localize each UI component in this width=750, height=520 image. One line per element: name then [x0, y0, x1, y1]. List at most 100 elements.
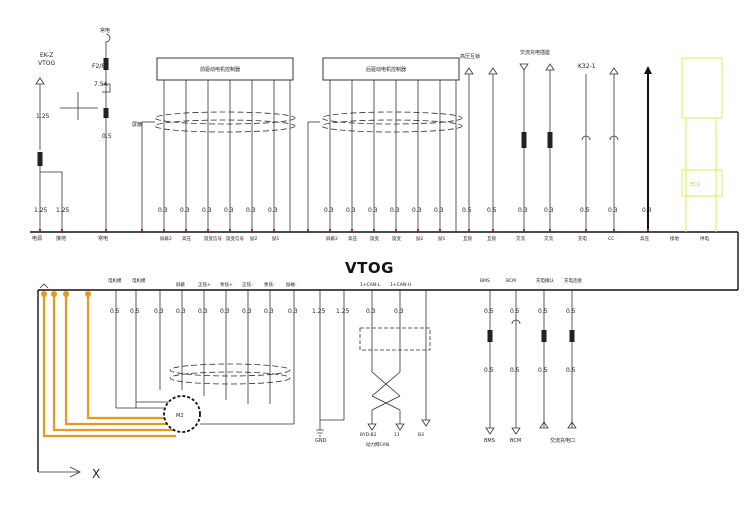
svg-text:M2: M2 — [176, 413, 184, 419]
ground-axis-label: X — [92, 467, 100, 481]
svg-text:0.5: 0.5 — [102, 133, 112, 140]
svg-text:旋变: 旋变 — [392, 235, 401, 242]
svg-text:0.3: 0.3 — [368, 207, 378, 214]
svg-text:旋变信号: 旋变信号 — [204, 235, 222, 242]
svg-text:交流充电口: 交流充电口 — [550, 437, 575, 444]
svg-text:0.3: 0.3 — [246, 207, 256, 214]
top-connector-block-2: 后驱动电机控制器 — [307, 57, 463, 232]
svg-text:屏蔽: 屏蔽 — [132, 121, 142, 128]
svg-text:0.3: 0.3 — [224, 207, 234, 214]
bottom-ground: GND — [315, 290, 345, 444]
bottom-right-signals: BMS BCM 交流充电口 — [484, 290, 577, 444]
svg-text:屏蔽2: 屏蔽2 — [160, 235, 172, 242]
svg-text:ECU: ECU — [690, 182, 701, 188]
svg-text:0.3: 0.3 — [544, 207, 554, 214]
svg-text:0.5: 0.5 — [484, 308, 494, 315]
svg-text:0.5: 0.5 — [566, 308, 576, 315]
svg-text:励1: 励1 — [438, 235, 445, 242]
svg-text:交流充电插座: 交流充电插座 — [520, 49, 550, 56]
svg-text:余弦-: 余弦- — [264, 281, 275, 288]
svg-text:1.25: 1.25 — [312, 308, 326, 315]
svg-text:0.5: 0.5 — [566, 367, 576, 374]
svg-text:0.3: 0.3 — [412, 207, 422, 214]
svg-text:1.25: 1.25 — [336, 308, 350, 315]
svg-text:旋变信号: 旋变信号 — [226, 235, 244, 242]
motor-resolver-icon — [163, 395, 201, 433]
svg-text:高压: 高压 — [640, 235, 649, 242]
svg-text:充电: 充电 — [578, 235, 587, 242]
bottom-motor-wires: M2 — [115, 290, 295, 433]
connector-block — [37, 152, 43, 166]
label-vtog-small: VTOG — [38, 60, 55, 67]
top-wire-sizes: 0.3 0.3 0.3 0.3 0.3 0.3 0.3 0.3 0.3 0.3 … — [158, 207, 652, 214]
svg-text:0.3: 0.3 — [518, 207, 528, 214]
top-pin-markers — [38, 228, 650, 232]
svg-text:后驱动电机控制器: 后驱动电机控制器 — [366, 66, 406, 73]
k32-label: K32-1 — [578, 63, 596, 70]
svg-text:0.3: 0.3 — [434, 207, 444, 214]
svg-text:0.3: 0.3 — [346, 207, 356, 214]
svg-text:1+CAN-L: 1+CAN-L — [360, 282, 381, 288]
svg-text:励2: 励2 — [250, 235, 257, 242]
svg-text:0.3: 0.3 — [268, 207, 278, 214]
svg-text:0.3: 0.3 — [264, 308, 274, 315]
svg-text:0.5: 0.5 — [487, 207, 497, 214]
svg-text:电机模: 电机模 — [108, 277, 122, 284]
svg-text:0.3: 0.3 — [324, 207, 334, 214]
svg-text:0.3: 0.3 — [366, 308, 376, 315]
svg-text:接地: 接地 — [56, 235, 66, 242]
svg-text:电源: 电源 — [32, 235, 42, 242]
ground-axis: X — [38, 466, 100, 481]
svg-text:0.5: 0.5 — [538, 308, 548, 315]
svg-text:0.5: 0.5 — [484, 367, 494, 374]
svg-text:交流: 交流 — [544, 235, 553, 242]
svg-text:常电: 常电 — [100, 27, 110, 34]
top-connector-block-1: 前驱动电机控制器 屏蔽 — [132, 57, 296, 232]
svg-text:CC: CC — [608, 236, 614, 242]
svg-text:1.25: 1.25 — [34, 207, 48, 214]
module-name: VTOG — [345, 259, 394, 277]
svg-text:0.3: 0.3 — [642, 207, 652, 214]
svg-text:0.5: 0.5 — [462, 207, 472, 214]
svg-text:0.3: 0.3 — [180, 207, 190, 214]
svg-text:BMS: BMS — [480, 278, 490, 284]
svg-text:0.5: 0.5 — [110, 308, 120, 315]
svg-text:屏蔽: 屏蔽 — [176, 281, 185, 288]
svg-text:供电: 供电 — [700, 235, 709, 242]
label-ek-z: EK-Z — [40, 52, 53, 59]
svg-text:正弦+: 正弦+ — [198, 281, 211, 288]
svg-text:1.25: 1.25 — [56, 207, 70, 214]
svg-text:0.3: 0.3 — [394, 308, 404, 315]
svg-text:屏蔽2: 屏蔽2 — [326, 235, 338, 242]
gnd-label: GND — [315, 438, 327, 444]
svg-text:充电连接: 充电连接 — [564, 277, 582, 284]
svg-text:励2: 励2 — [416, 235, 423, 242]
svg-text:交流: 交流 — [516, 235, 525, 242]
svg-text:高压互锁: 高压互锁 — [460, 53, 480, 60]
svg-text:0.3: 0.3 — [220, 308, 230, 315]
svg-text:BYD-B2: BYD-B2 — [360, 432, 377, 438]
svg-text:余弦+: 余弦+ — [220, 281, 233, 288]
svg-text:前驱动电机控制器: 前驱动电机控制器 — [200, 66, 240, 73]
svg-text:0.3: 0.3 — [608, 207, 618, 214]
orange-harness — [39, 283, 176, 438]
svg-text:0.3: 0.3 — [242, 308, 252, 315]
svg-text:0.5: 0.5 — [510, 308, 520, 315]
yellow-component: ECU — [681, 57, 723, 232]
terminal-bcm: BCM — [510, 438, 521, 444]
svg-text:励1: 励1 — [272, 235, 279, 242]
svg-text:充电确认: 充电确认 — [536, 277, 554, 284]
svg-text:正弦-: 正弦- — [242, 281, 253, 288]
fuse-label: F2/8 — [92, 63, 105, 70]
svg-text:0.5: 0.5 — [510, 367, 520, 374]
top-left-input-section: EK-Z VTOG 1.25 1.25 1.25 电源 接地 常电 F2/8 7… — [32, 27, 112, 242]
svg-text:0.3: 0.3 — [288, 308, 298, 315]
wire-size: 1.25 — [36, 113, 50, 120]
svg-text:高压: 高压 — [182, 235, 191, 242]
input-arrow-icon — [35, 77, 45, 85]
svg-text:旋变: 旋变 — [370, 235, 379, 242]
fuse-connector-icon — [105, 33, 111, 43]
